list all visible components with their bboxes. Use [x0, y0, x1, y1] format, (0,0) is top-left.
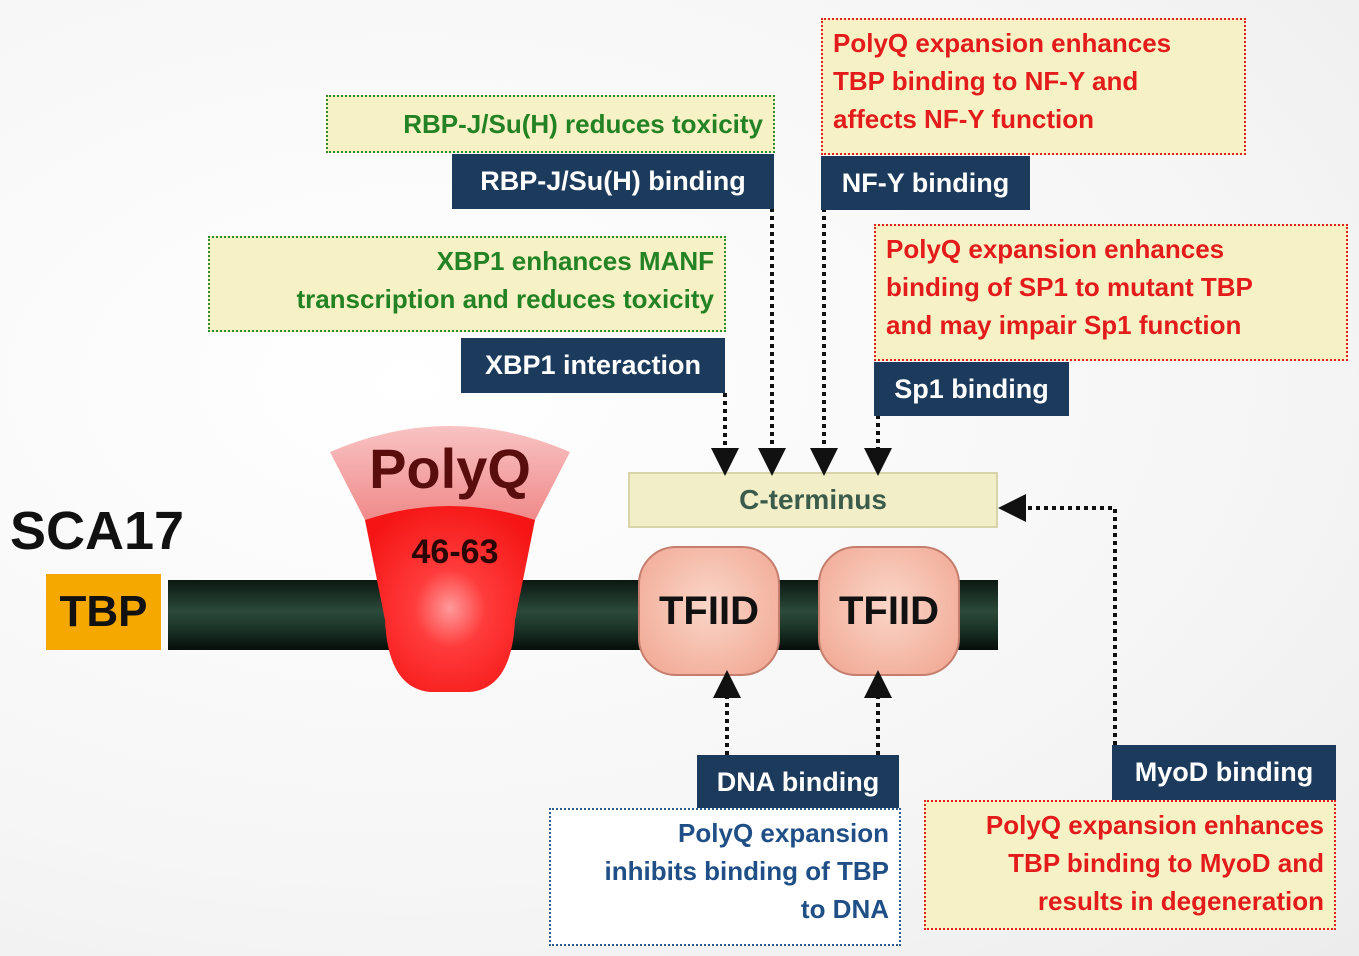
- dna-note-line-2: inhibits binding of TBP: [604, 856, 889, 886]
- xbp1-note: XBP1 enhances MANF transcription and red…: [208, 236, 726, 332]
- myod-note: PolyQ expansion enhances TBP binding to …: [924, 800, 1336, 930]
- sp1-note-line-3: and may impair Sp1 function: [886, 310, 1242, 340]
- xbp1-note-line-2: transcription and reduces toxicity: [296, 284, 714, 314]
- tbp-box: TBP: [46, 574, 161, 650]
- dna-note-line-1: PolyQ expansion: [678, 818, 889, 848]
- nfy-note: PolyQ expansion enhances TBP binding to …: [821, 18, 1246, 155]
- dna-note-line-3: to DNA: [800, 894, 889, 924]
- polyq-range: 46-63: [411, 533, 499, 571]
- xbp1-interaction-label: XBP1 interaction: [461, 338, 725, 393]
- myod-note-line-2: TBP binding to MyoD and: [1008, 848, 1324, 878]
- xbp1-note-line-1: XBP1 enhances MANF: [436, 246, 714, 276]
- nfy-note-line-2: TBP binding to NF-Y and: [833, 66, 1139, 96]
- sp1-binding-label: Sp1 binding: [874, 362, 1069, 416]
- polyq-body: [365, 506, 535, 692]
- sp1-note-line-1: PolyQ expansion enhances: [886, 234, 1225, 264]
- myod-binding-label: MyoD binding: [1112, 745, 1336, 800]
- nfy-note-line-3: affects NF-Y function: [833, 104, 1094, 134]
- myod-note-line-3: results in degeneration: [1037, 886, 1324, 916]
- sp1-note-line-2: binding of SP1 to mutant TBP: [886, 272, 1253, 302]
- sp1-note: PolyQ expansion enhances binding of SP1 …: [874, 224, 1348, 361]
- dna-note: PolyQ expansion inhibits binding of TBP …: [549, 808, 901, 946]
- nfy-binding-label: NF-Y binding: [821, 156, 1030, 210]
- page-title: SCA17: [10, 501, 185, 561]
- polyq-cap: [330, 426, 570, 520]
- tfiid-domain-2: TFIID: [818, 546, 960, 676]
- tfiid-domain-1: TFIID: [638, 546, 780, 676]
- rbpj-note: RBP-J/Su(H) reduces toxicity: [326, 95, 775, 153]
- polyq-label: PolyQ: [369, 437, 531, 500]
- rbpj-binding-label: RBP-J/Su(H) binding: [452, 154, 774, 209]
- arrow-myod: [998, 494, 1117, 745]
- myod-note-line-1: PolyQ expansion enhances: [985, 810, 1324, 840]
- dna-binding-label: DNA binding: [697, 755, 899, 809]
- nfy-note-line-1: PolyQ expansion enhances: [833, 28, 1172, 58]
- rbpj-note-line: RBP-J/Su(H) reduces toxicity: [403, 109, 763, 139]
